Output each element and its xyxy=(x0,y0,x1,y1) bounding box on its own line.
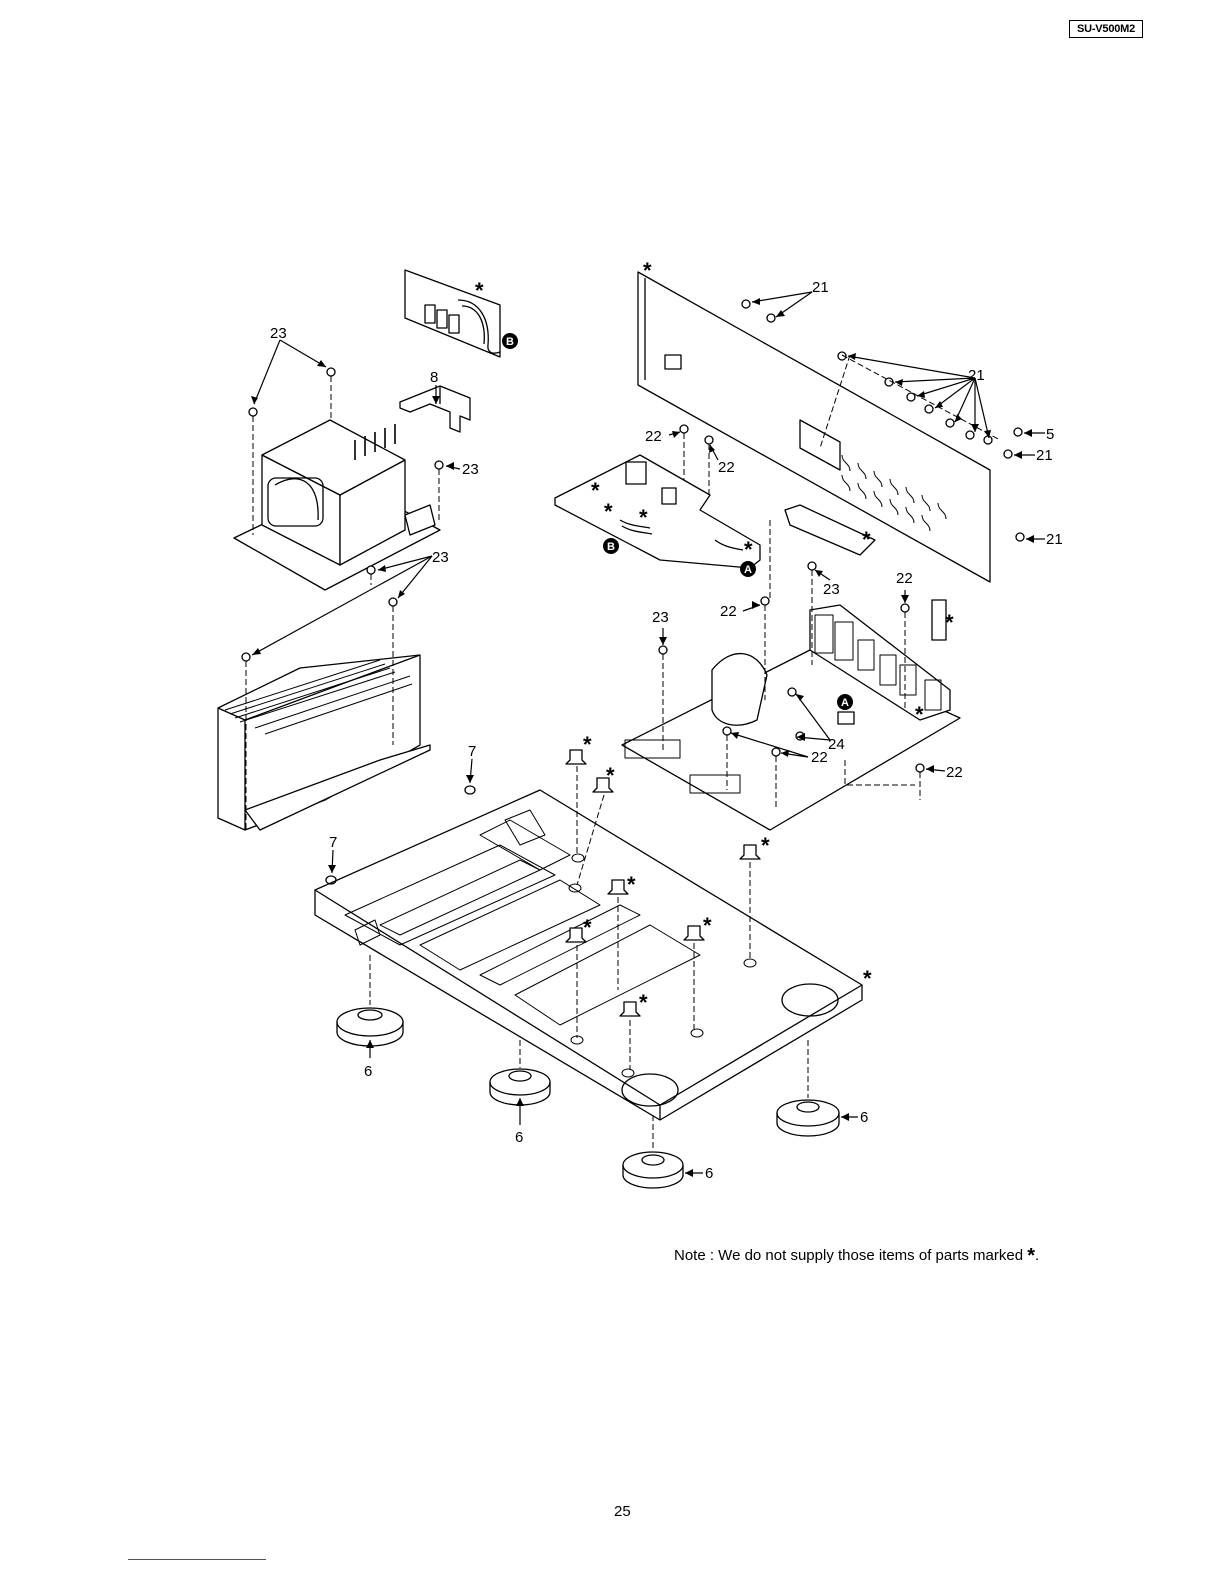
svg-text:*: * xyxy=(643,258,652,283)
svg-text:21: 21 xyxy=(1046,531,1063,548)
svg-text:21: 21 xyxy=(1036,447,1053,464)
svg-text:A: A xyxy=(841,697,849,709)
foot-4 xyxy=(777,1100,839,1136)
svg-text:6: 6 xyxy=(364,1063,372,1080)
note-asterisk: * xyxy=(1027,1245,1035,1267)
svg-text:23: 23 xyxy=(432,549,449,566)
svg-text:*: * xyxy=(862,527,871,552)
main-pcb xyxy=(622,600,960,830)
svg-text:*: * xyxy=(915,702,924,727)
svg-text:*: * xyxy=(945,610,954,635)
svg-text:7: 7 xyxy=(468,743,476,760)
svg-text:6: 6 xyxy=(515,1129,523,1146)
svg-text:23: 23 xyxy=(823,581,840,598)
svg-text:21: 21 xyxy=(968,367,985,384)
power-transformer xyxy=(234,420,440,590)
svg-text:*: * xyxy=(591,478,600,503)
svg-text:*: * xyxy=(761,833,770,858)
svg-text:*: * xyxy=(639,505,648,530)
svg-text:*: * xyxy=(583,732,592,757)
small-pcb xyxy=(405,270,500,357)
svg-text:*: * xyxy=(703,913,712,938)
svg-text:*: * xyxy=(475,278,484,303)
svg-text:23: 23 xyxy=(652,609,669,626)
svg-text:22: 22 xyxy=(645,428,662,445)
footer-link-line xyxy=(128,1559,266,1560)
marker-a-main: A xyxy=(837,694,853,710)
svg-text:23: 23 xyxy=(462,461,479,478)
svg-text:24: 24 xyxy=(828,736,845,753)
svg-text:*: * xyxy=(583,915,592,940)
svg-text:*: * xyxy=(744,537,753,562)
marker-a-pcb: A xyxy=(740,561,756,577)
svg-text:6: 6 xyxy=(860,1109,868,1126)
svg-text:*: * xyxy=(606,763,615,788)
svg-text:7: 7 xyxy=(329,834,337,851)
svg-text:5: 5 xyxy=(1046,426,1054,443)
svg-text:B: B xyxy=(607,541,615,553)
marker-b-top: B xyxy=(502,333,518,349)
svg-text:*: * xyxy=(639,990,648,1015)
svg-text:A: A xyxy=(744,564,752,576)
svg-text:22: 22 xyxy=(718,459,735,476)
page-number: 25 xyxy=(614,1503,631,1520)
svg-text:22: 22 xyxy=(811,749,828,766)
svg-text:21: 21 xyxy=(812,279,829,296)
heat-sink xyxy=(218,655,430,830)
note-text: Note : We do not supply those items of p… xyxy=(674,1247,1023,1264)
bracket-8 xyxy=(400,386,470,432)
marker-b-pcb: B xyxy=(603,538,619,554)
svg-text:B: B xyxy=(506,336,514,348)
svg-text:*: * xyxy=(863,966,872,991)
parts-note: Note : We do not supply those items of p… xyxy=(674,1245,1039,1268)
svg-text:23: 23 xyxy=(270,325,287,342)
svg-text:*: * xyxy=(604,499,613,524)
svg-text:6: 6 xyxy=(705,1165,713,1182)
svg-text:22: 22 xyxy=(720,603,737,620)
svg-text:22: 22 xyxy=(946,764,963,781)
svg-text:22: 22 xyxy=(896,570,913,587)
foot-3 xyxy=(623,1152,683,1188)
svg-text:8: 8 xyxy=(430,369,438,386)
note-period: . xyxy=(1035,1247,1039,1264)
svg-text:*: * xyxy=(627,872,636,897)
bottom-chassis xyxy=(315,790,862,1120)
